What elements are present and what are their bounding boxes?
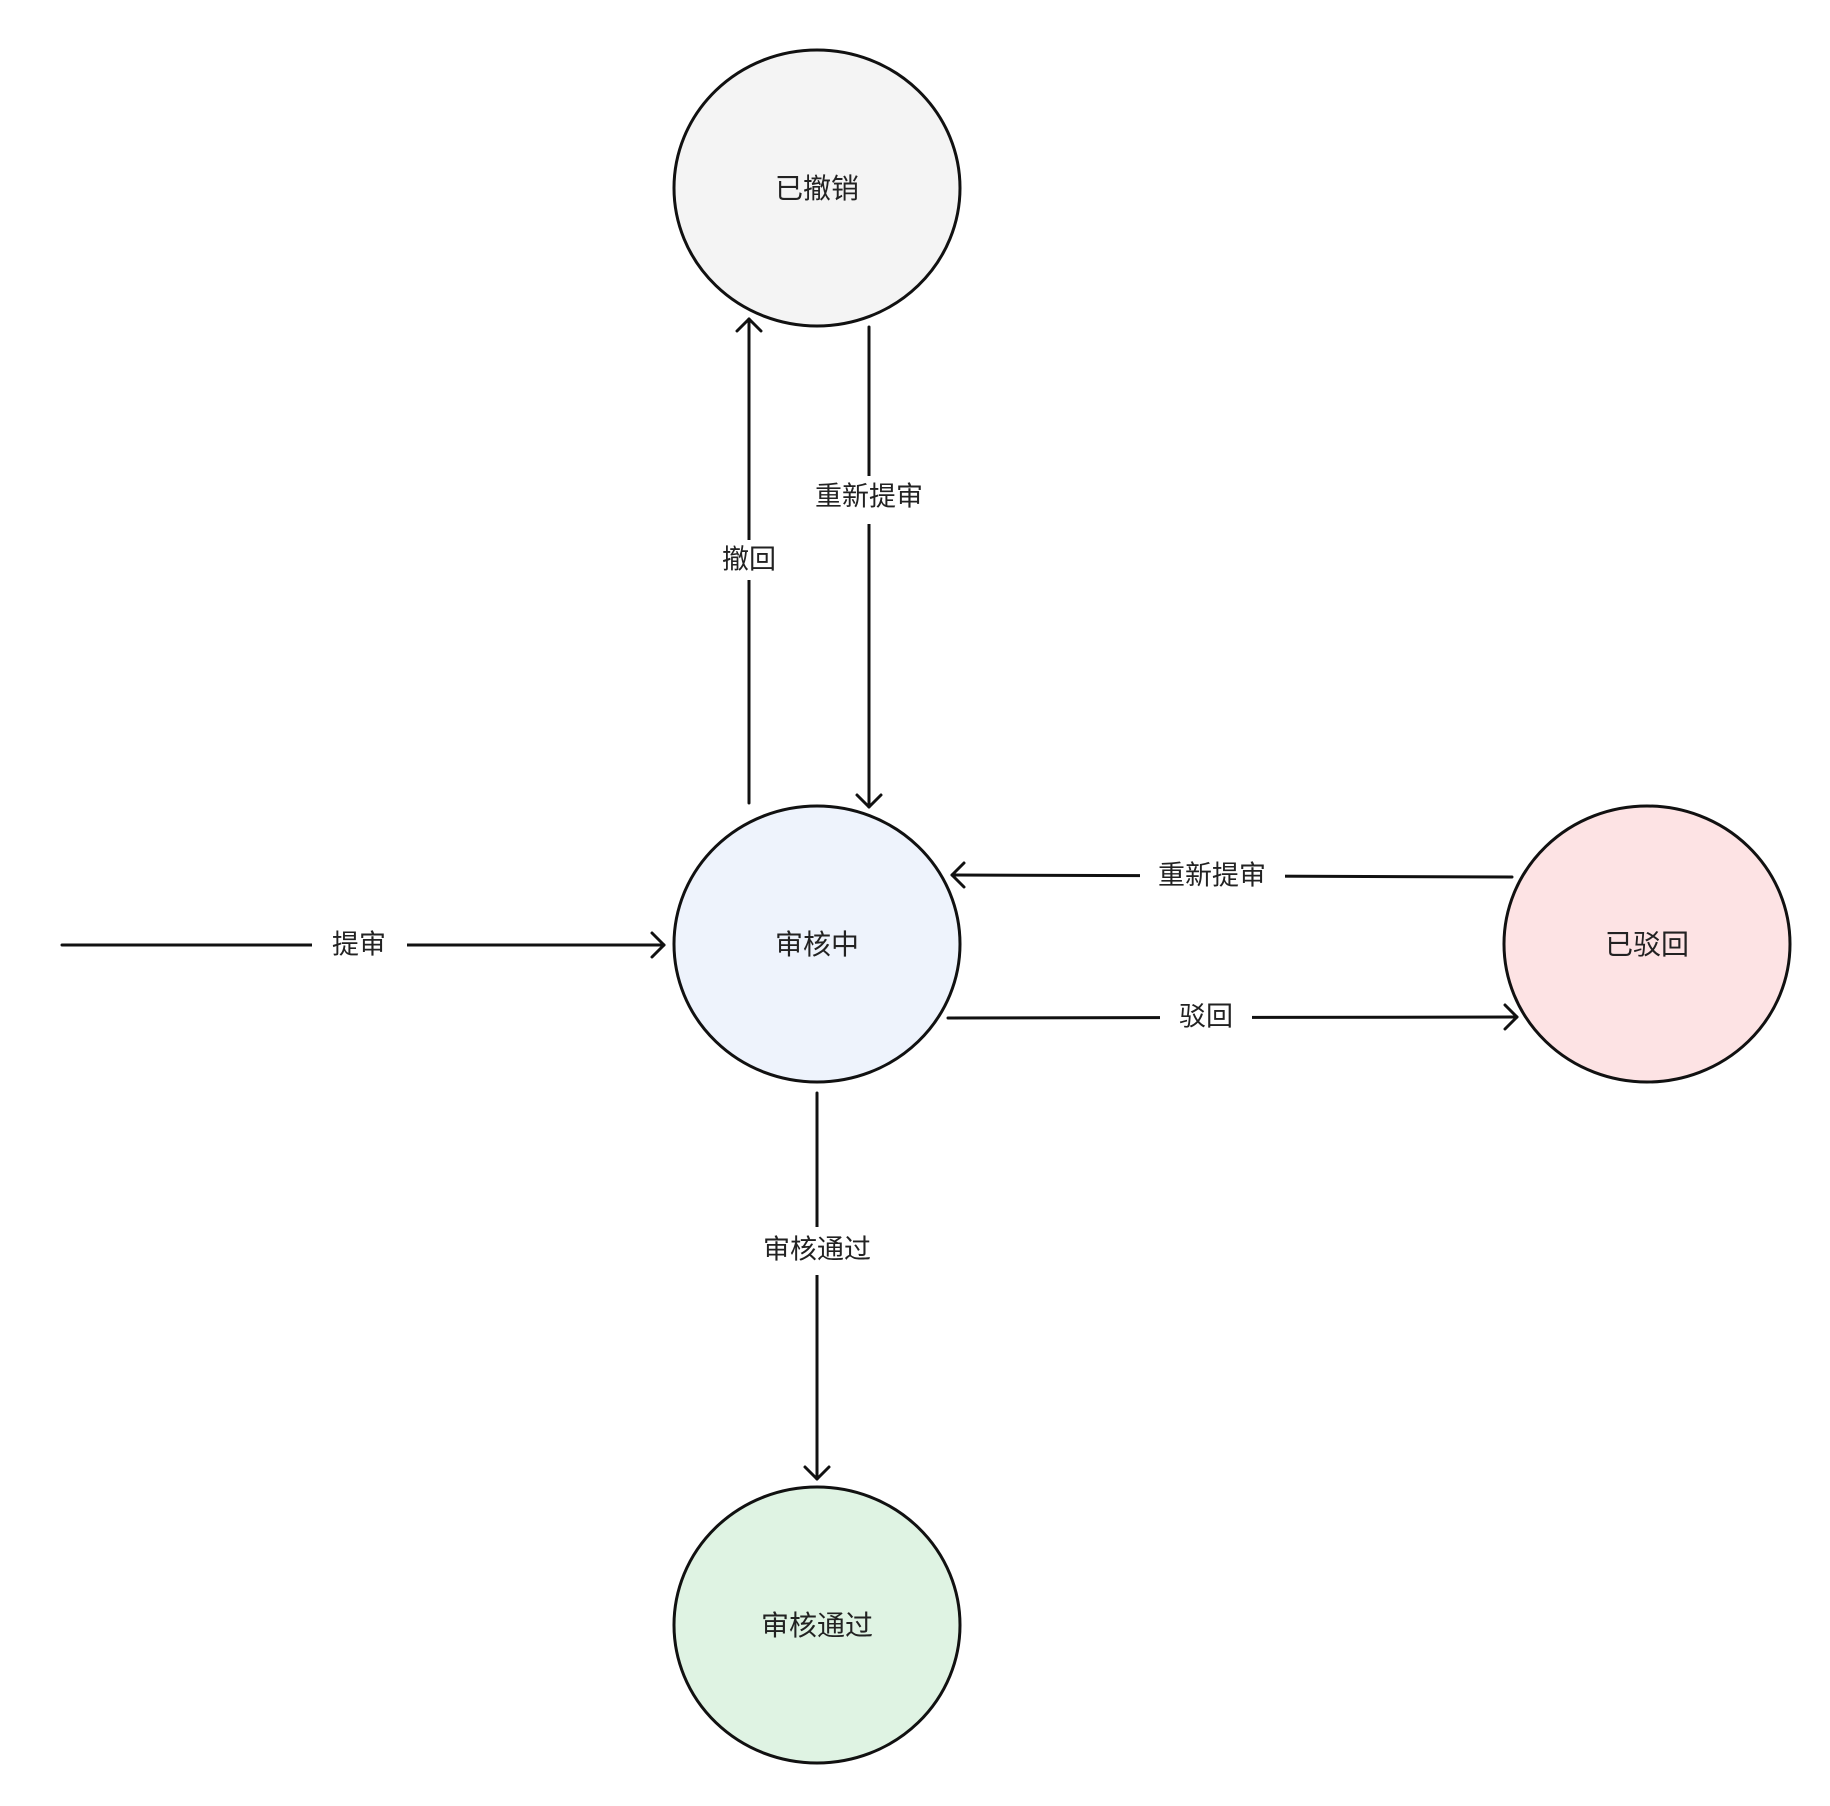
state-cancelled-circle [672,48,962,328]
edge-withdraw: 撤回 [712,317,786,805]
state-approved-label: 审核通过 [761,1609,873,1642]
state-reviewing-label: 审核中 [775,928,859,961]
edge-submit-label: 提审 [332,930,386,961]
edge-approve: 审核通过 [752,1091,882,1481]
state-cancelled: 已撤销 [672,48,962,328]
edge-resubmit-from-cancelled-label: 重新提审 [815,482,923,513]
state-cancelled-label: 已撤销 [775,172,859,205]
edge-approve-arrowhead [803,1465,831,1481]
edge-reject-label-bg [1160,997,1252,1039]
state-rejected: 已驳回 [1502,804,1792,1084]
edge-submit-arrowhead [650,931,666,959]
edge-reject: 驳回 [946,997,1519,1039]
state-approved-circle [672,1485,962,1765]
edge-reject-arrowhead [1503,1003,1519,1031]
edge-resubmit-from-rejected: 重新提审 [950,855,1514,897]
edge-withdraw-label-bg [712,540,786,580]
edge-resubmit-from-cancelled-arrowhead [855,793,883,809]
state-rejected-circle [1502,804,1792,1084]
edge-reject-label: 驳回 [1179,1002,1233,1033]
edge-resubmit-from-rejected-label: 重新提审 [1158,861,1266,892]
state-rejected-label: 已驳回 [1605,928,1689,961]
edge-resubmit-from-rejected-label-bg [1140,855,1285,897]
state-reviewing-circle [672,804,962,1084]
state-reviewing: 审核中 [672,804,962,1084]
state-approved: 审核通过 [672,1485,962,1765]
edge-approve-label-bg [752,1227,882,1275]
edge-resubmit-from-cancelled-label-bg [806,476,932,524]
edge-withdraw-arrowhead [735,317,763,333]
edge-submit-label-bg [312,925,407,965]
edge-withdraw-label: 撤回 [722,545,776,576]
edge-submit: 提审 [60,925,666,965]
edge-approve-label: 审核通过 [763,1235,871,1266]
edge-resubmit-from-rejected-arrowhead [950,861,966,889]
edge-resubmit-from-cancelled: 重新提审 [806,325,932,809]
